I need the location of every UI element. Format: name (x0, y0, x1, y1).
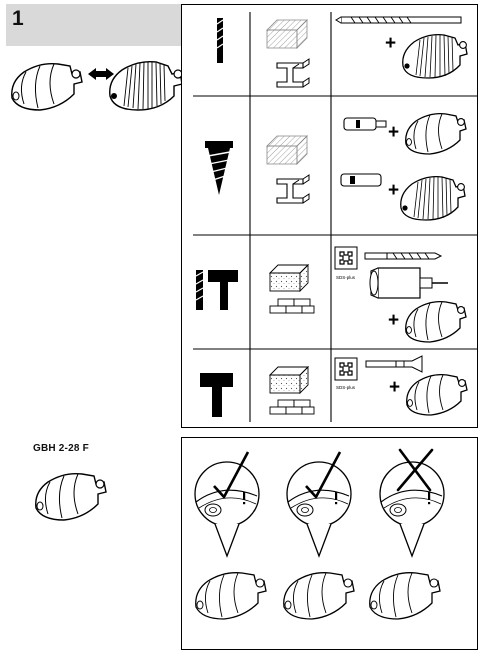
plus-sign: + (389, 377, 400, 398)
plus-sign: + (388, 310, 399, 331)
screw-bit-holder-icon (343, 117, 387, 131)
flat-chisel-icon (365, 355, 423, 373)
zoom-detail-wrong (379, 461, 445, 557)
figure-number: 1 (12, 7, 24, 30)
sds-chuck-icon (11, 62, 83, 111)
sds-chuck-icon (195, 572, 267, 620)
sds-chuck-icon (283, 572, 355, 620)
plus-sign: + (385, 33, 396, 54)
zoom-detail-correct-1 (194, 461, 260, 557)
core-cutter-icon (369, 267, 448, 299)
plus-sign: + (388, 122, 399, 143)
zoom-detail-correct-2 (286, 461, 352, 557)
drill-bit-icon (216, 18, 224, 63)
screw-bit-holder-icon (340, 173, 382, 187)
screw-icon (205, 141, 233, 195)
chisel-symbol-icon (200, 373, 233, 417)
check-mark-icon (305, 451, 342, 499)
hammer-drill-symbol-icon (195, 270, 238, 310)
keyless-chuck-icon (109, 60, 183, 111)
cross-mark-icon (396, 448, 434, 492)
model-label: GBH 2-28 F (33, 443, 89, 454)
plus-sign: + (388, 180, 399, 201)
sds-chuck-icon (369, 572, 441, 620)
sds-chuck-icon (35, 472, 107, 521)
exchange-arrow-icon (88, 68, 114, 80)
sds-badge-label: SDS-plus (336, 385, 356, 390)
drill-bit-accessory-icon (335, 16, 462, 24)
check-mark-icon (213, 451, 250, 499)
sds-badge-label: SDS-plus (336, 275, 356, 280)
figure-number-box (6, 4, 181, 46)
